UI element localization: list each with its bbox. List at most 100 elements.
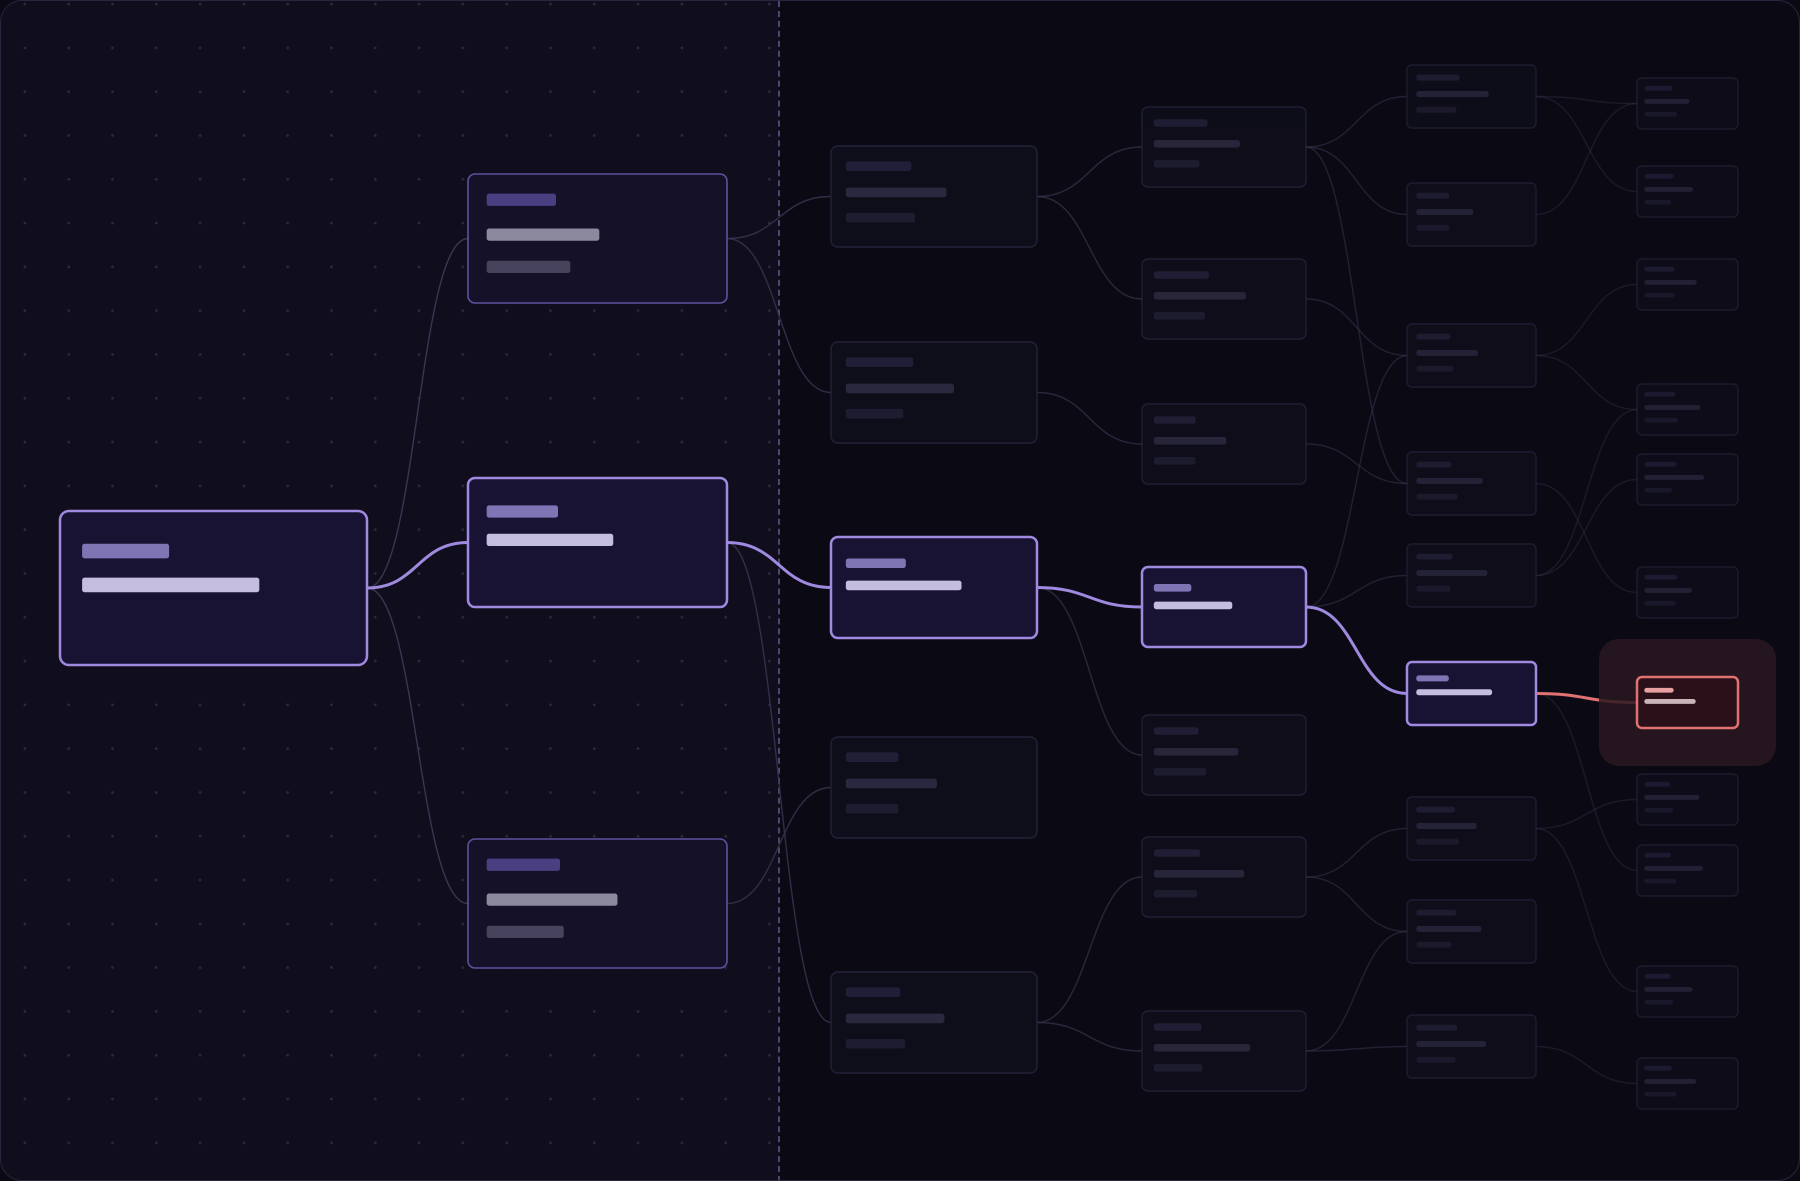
node-meta-bar xyxy=(1644,417,1678,423)
node-meta-bar xyxy=(1416,941,1452,948)
node-tag-bar xyxy=(845,161,912,171)
dashed-divider xyxy=(778,1,780,1180)
node-tag-bar xyxy=(1416,806,1455,813)
tree-edge xyxy=(1305,827,1408,878)
tree-node[interactable] xyxy=(1636,1057,1739,1110)
node-meta-bar xyxy=(1644,487,1673,493)
active-path-edge xyxy=(1305,605,1408,695)
node-title-bar xyxy=(1416,822,1477,829)
tree-edge xyxy=(726,541,832,1024)
tree-edge xyxy=(1535,354,1638,411)
active-path-node[interactable] xyxy=(1405,660,1538,727)
node-title-bar xyxy=(845,383,955,394)
node-title-bar xyxy=(1416,349,1479,356)
tree-node[interactable] xyxy=(1636,566,1739,619)
node-title-bar xyxy=(845,580,962,591)
tree-node[interactable] xyxy=(1141,403,1307,485)
node-title-bar xyxy=(1153,292,1246,300)
node-meta-bar xyxy=(1644,878,1677,884)
tree-edge xyxy=(1535,798,1638,830)
tree-edge xyxy=(1535,1045,1638,1085)
tree-node[interactable] xyxy=(830,736,1038,839)
tree-node[interactable] xyxy=(1406,1014,1537,1079)
node-title-bar xyxy=(1153,601,1233,610)
node-meta-bar xyxy=(1644,807,1674,813)
node-tag-bar xyxy=(1416,675,1449,682)
active-path-edge xyxy=(1036,586,1143,609)
node-meta-bar xyxy=(1416,365,1454,372)
node-title-bar xyxy=(1153,870,1245,878)
node-title-bar xyxy=(1416,477,1483,484)
tree-edge xyxy=(1036,391,1143,445)
tree-node[interactable] xyxy=(1406,796,1537,861)
tree-node[interactable] xyxy=(1141,836,1307,918)
tree-node[interactable] xyxy=(467,838,728,969)
node-tag-bar xyxy=(1416,461,1452,468)
tree-node[interactable] xyxy=(1636,453,1739,506)
tree-edge xyxy=(1305,443,1408,485)
tree-node[interactable] xyxy=(1141,258,1307,340)
tree-node[interactable] xyxy=(1636,77,1739,130)
node-tag-bar xyxy=(1416,909,1457,916)
tree-node[interactable] xyxy=(1406,64,1537,129)
node-meta-bar xyxy=(845,1038,906,1049)
tree-edge xyxy=(1036,876,1143,1024)
node-title-bar xyxy=(486,893,618,906)
node-meta-bar xyxy=(1153,160,1200,168)
tree-edge xyxy=(726,195,832,240)
node-tag-bar xyxy=(486,505,559,518)
node-tag-bar xyxy=(1644,781,1671,787)
node-tag-bar xyxy=(1153,1023,1202,1031)
tree-node[interactable] xyxy=(1406,543,1537,608)
node-tag-bar xyxy=(1644,852,1671,858)
tree-edge xyxy=(1305,354,1408,608)
node-meta-bar xyxy=(845,408,904,419)
node-meta-bar xyxy=(1644,600,1676,606)
tree-node[interactable] xyxy=(830,971,1038,1074)
target-node[interactable] xyxy=(1635,675,1740,730)
active-path-edge xyxy=(726,541,832,589)
node-tag-bar xyxy=(1416,192,1450,199)
tree-node[interactable] xyxy=(1636,258,1739,311)
node-title-bar xyxy=(1644,866,1704,871)
node-meta-bar xyxy=(1644,292,1675,298)
tree-edge xyxy=(1305,95,1408,148)
tree-node[interactable] xyxy=(1636,165,1739,218)
node-meta-bar xyxy=(486,925,564,939)
node-tag-bar xyxy=(1644,85,1673,91)
tree-node[interactable] xyxy=(830,341,1038,444)
tree-edge xyxy=(1535,408,1638,577)
tree-node[interactable] xyxy=(1636,844,1739,897)
node-tag-bar xyxy=(845,357,914,367)
tree-node[interactable] xyxy=(1141,106,1307,188)
active-path-edge xyxy=(366,541,469,590)
node-tag-bar xyxy=(486,193,557,206)
node-meta-bar xyxy=(1644,199,1672,205)
tree-node[interactable] xyxy=(1406,323,1537,388)
node-tag-bar xyxy=(1416,333,1451,340)
tree-node[interactable] xyxy=(1406,899,1537,964)
node-meta-bar xyxy=(1644,111,1677,117)
active-path-node[interactable] xyxy=(829,535,1039,640)
tree-node[interactable] xyxy=(1141,1010,1307,1092)
node-title-bar xyxy=(845,1013,945,1024)
tree-edge xyxy=(1535,692,1638,872)
tree-node[interactable] xyxy=(1636,965,1739,1018)
node-title-bar xyxy=(1644,699,1696,704)
node-meta-bar xyxy=(1153,890,1198,898)
tree-node[interactable] xyxy=(830,145,1038,248)
node-title-bar xyxy=(1644,187,1694,192)
active-path-node[interactable] xyxy=(1140,565,1308,649)
active-path-node[interactable] xyxy=(466,476,729,609)
tree-node[interactable] xyxy=(1141,714,1307,796)
node-tag-bar xyxy=(1644,574,1678,580)
tree-node[interactable] xyxy=(1636,383,1739,436)
tree-node[interactable] xyxy=(1406,182,1537,247)
node-title-bar xyxy=(1416,1040,1487,1047)
tree-node[interactable] xyxy=(467,173,728,304)
node-meta-bar xyxy=(1416,493,1458,500)
tree-node[interactable] xyxy=(1406,451,1537,516)
tree-node[interactable] xyxy=(1636,773,1739,826)
active-path-node[interactable] xyxy=(58,509,369,667)
node-tag-bar xyxy=(1644,266,1675,272)
